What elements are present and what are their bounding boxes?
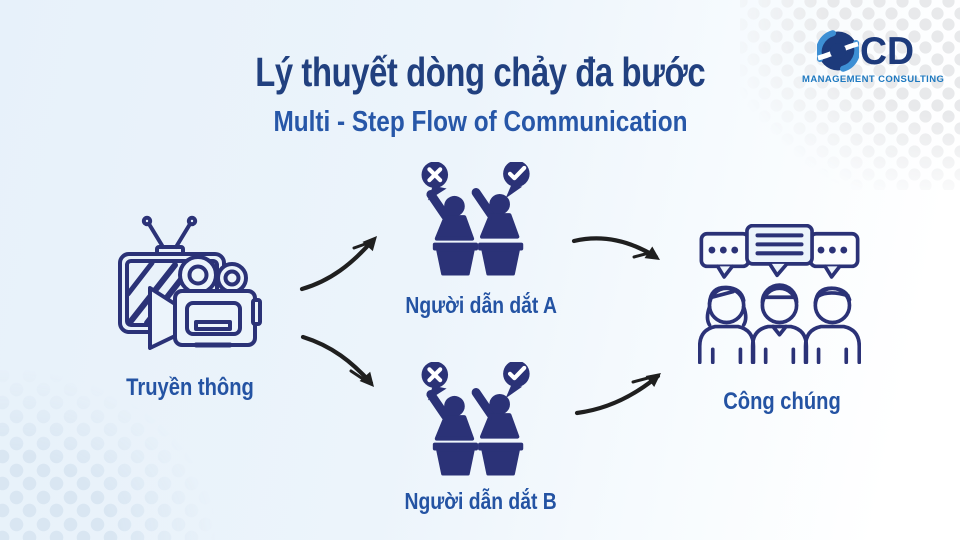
media-node-label: Truyền thông	[65, 374, 315, 402]
speech-bubble-check-icon	[503, 362, 530, 399]
person-figure	[803, 286, 861, 364]
speaker-figure	[426, 190, 479, 276]
leader-a-node-label-text: Người dẫn dắt A	[405, 292, 557, 318]
public-node-label: Công chúng	[657, 388, 907, 416]
video-camera	[148, 255, 262, 350]
tv-video-camera-icon	[118, 215, 262, 350]
public-node-label-text: Công chúng	[723, 388, 841, 415]
opinion-leaders-podium-icon	[421, 362, 530, 476]
leader-a-node-label: Người dẫn dắt A	[356, 292, 606, 319]
arrow-media-to-leader-a	[299, 236, 377, 292]
o-swoosh-icon	[817, 30, 860, 72]
page-title: Lý thuyết dòng chảy đa bước	[0, 49, 960, 95]
ocd-logo-row: CD	[802, 30, 932, 72]
arrow-leader-b-to-public	[574, 373, 661, 416]
leader-b-node-label: Người dẫn dắt B	[356, 488, 606, 515]
page-subtitle: Multi - Step Flow of Communication	[0, 106, 960, 139]
chat-bubble-dots-icon	[699, 231, 751, 279]
person-figure	[750, 283, 809, 364]
audience-discussion-icon	[698, 224, 861, 364]
logo-brand-text: CD	[860, 29, 915, 73]
opinion-leaders-podium-icon	[421, 162, 530, 276]
leader-b-node-label-text: Người dẫn dắt B	[404, 488, 558, 514]
logo-tagline: MANAGEMENT CONSULTING	[802, 74, 945, 85]
arrow-leader-a-to-public	[571, 236, 660, 260]
speaker-figure	[426, 390, 479, 476]
page-title-text: Lý thuyết dòng chảy đa bước	[255, 49, 705, 95]
person-figure	[698, 285, 756, 364]
speaker-figure	[471, 188, 524, 276]
chat-bubble-lines-icon	[745, 224, 814, 278]
speaker-figure	[471, 388, 524, 476]
ocd-logo: CD MANAGEMENT CONSULTING	[802, 30, 945, 85]
page-subtitle-text: Multi - Step Flow of Communication	[272, 106, 688, 138]
media-node-label-text: Truyền thông	[126, 374, 254, 401]
speech-bubble-check-icon	[503, 162, 530, 199]
chat-bubble-dots-icon	[808, 231, 860, 279]
